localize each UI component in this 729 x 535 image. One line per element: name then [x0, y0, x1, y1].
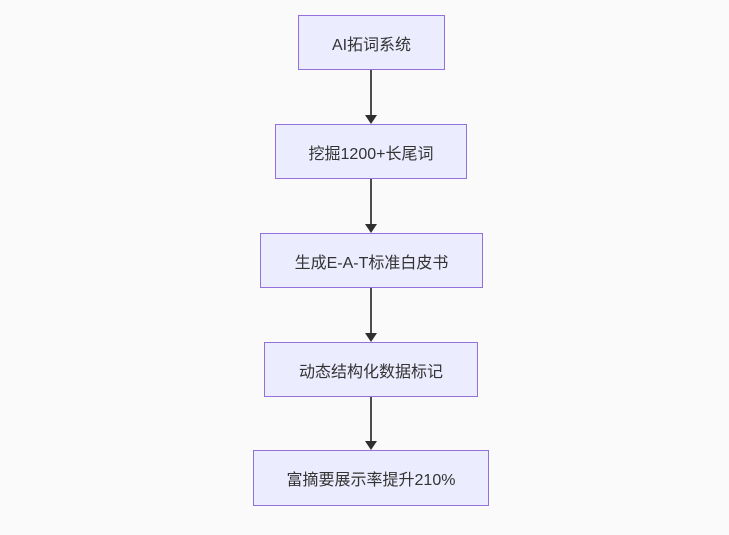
node-longtail-keyword-mining: 挖掘1200+长尾词 — [275, 124, 467, 179]
edge-line — [370, 288, 372, 335]
arrowhead-down-icon — [365, 333, 377, 342]
arrowhead-down-icon — [365, 115, 377, 124]
node-dynamic-structured-data-markup: 动态结构化数据标记 — [264, 342, 478, 397]
arrowhead-down-icon — [365, 441, 377, 450]
edge-line — [370, 397, 372, 443]
node-label: 挖掘1200+长尾词 — [308, 145, 434, 163]
edge-line — [370, 70, 372, 117]
node-label: 生成E-A-T标准白皮书 — [294, 254, 449, 272]
node-label: AI拓词系统 — [331, 36, 412, 54]
node-rich-snippet-rate-increase: 富摘要展示率提升210% — [253, 450, 489, 506]
edge-line — [370, 179, 372, 226]
node-label: 动态结构化数据标记 — [298, 363, 443, 381]
node-ai-word-expansion-system: AI拓词系统 — [298, 15, 445, 70]
arrowhead-down-icon — [365, 224, 377, 233]
node-eat-whitepaper-generation: 生成E-A-T标准白皮书 — [260, 233, 483, 288]
node-label: 富摘要展示率提升210% — [286, 472, 456, 489]
